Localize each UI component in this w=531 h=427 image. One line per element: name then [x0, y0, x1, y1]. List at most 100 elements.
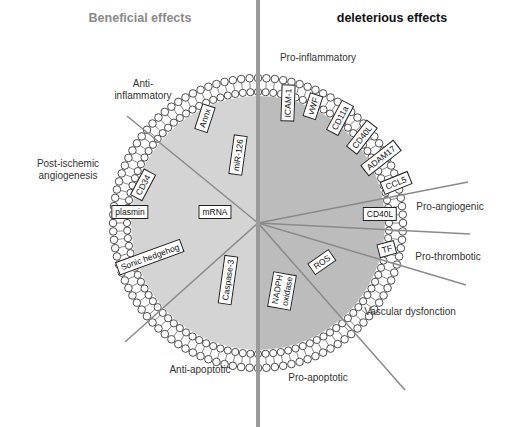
lipid-head: [213, 80, 221, 88]
lipid-head: [270, 350, 277, 357]
lipid-head: [262, 89, 269, 96]
lipid-head: [217, 345, 224, 352]
lipid-head: [155, 325, 163, 333]
lipid-head: [205, 83, 213, 91]
right-fill: [258, 88, 393, 358]
lipid-head: [168, 336, 176, 344]
lipid-tail: [132, 160, 137, 163]
lipid-head: [232, 90, 239, 97]
lipid-tail: [326, 340, 329, 345]
lipid-head: [359, 298, 366, 305]
lipid-head: [196, 336, 203, 343]
lipid-head: [247, 89, 254, 96]
lipid-head: [312, 352, 320, 360]
lipid-tail: [118, 238, 124, 240]
lipid-tail: [155, 126, 159, 130]
lipid-tail: [339, 331, 343, 336]
lipid-head: [326, 329, 333, 336]
lipid-tail: [129, 167, 135, 169]
lipid-head: [271, 363, 279, 371]
lipid-tail: [351, 321, 355, 325]
lipid-head: [170, 119, 177, 126]
lipid-head: [175, 98, 183, 106]
lipid-head: [159, 130, 166, 137]
lipid-head: [149, 141, 156, 148]
section-label: Anti-apoptotic: [169, 364, 230, 376]
lipid-head: [262, 350, 269, 357]
lipid-tail: [129, 276, 135, 278]
lipid-tail: [119, 246, 125, 247]
lipid-tail: [265, 82, 266, 88]
lipid-head: [113, 253, 121, 261]
lipid-tail: [188, 340, 191, 345]
lipid-head: [175, 340, 183, 348]
lipid-head: [138, 306, 146, 314]
sector-line: [125, 223, 258, 342]
lipid-tail: [117, 223, 123, 224]
lipid-head: [237, 363, 245, 371]
lipid-tail: [371, 297, 376, 300]
lipid-head: [398, 202, 406, 210]
lipid-head: [246, 364, 254, 372]
lipid-head: [263, 364, 271, 372]
lipid-head: [344, 124, 351, 131]
lipid-head: [145, 147, 152, 154]
lipid-head: [155, 114, 163, 122]
lipid-tail: [249, 82, 250, 88]
lipid-tail: [145, 139, 150, 143]
lipid-head: [229, 76, 237, 84]
marker-box: CD40L: [363, 207, 397, 221]
lipid-head: [221, 78, 229, 86]
lipid-head: [239, 89, 246, 96]
lipid-head: [377, 264, 384, 271]
lipid-tail: [382, 167, 388, 169]
lipid-tail: [273, 83, 275, 89]
lipid-tail: [174, 110, 178, 115]
lipid-tail: [375, 291, 380, 294]
lipid-head: [125, 154, 133, 162]
lipid-tail: [161, 321, 165, 325]
lipid-head: [217, 94, 224, 101]
lipid-head: [387, 277, 395, 285]
lipid-head: [189, 90, 197, 98]
lipid-head: [210, 96, 217, 103]
lipid-tail: [391, 199, 397, 200]
lipid-tail: [195, 344, 198, 349]
marker-text: TF: [381, 243, 394, 255]
lipid-head: [118, 170, 126, 178]
lipid-head: [299, 342, 306, 349]
lipid-head: [296, 80, 304, 88]
lipid-tail: [385, 175, 391, 177]
lipid-tail: [132, 284, 137, 287]
lipid-head: [138, 133, 146, 141]
lipid-tail: [304, 91, 306, 97]
lipid-head: [270, 89, 277, 96]
lipid-head: [279, 362, 287, 370]
lipid-head: [168, 103, 176, 111]
lipid-head: [375, 299, 383, 307]
lipid-head: [399, 228, 407, 236]
lipid-tail: [382, 276, 388, 278]
lipid-tail: [319, 344, 322, 349]
lipid-head: [354, 114, 362, 122]
lipid-head: [344, 315, 351, 322]
lipid-tail: [249, 358, 250, 364]
lipid-head: [121, 277, 129, 285]
section-label: Pro-angiogenic: [416, 201, 483, 213]
lipid-tail: [371, 146, 376, 149]
lipid-head: [125, 242, 132, 249]
lipid-head: [224, 347, 231, 354]
lipid-head: [292, 345, 299, 352]
lipid-head: [197, 352, 205, 360]
marker-text: miR-126: [231, 138, 245, 171]
lipid-head: [271, 75, 279, 83]
lipid-tail: [273, 357, 275, 363]
lipid-head: [232, 348, 239, 355]
section-label: Pro-thrombotic: [415, 251, 481, 263]
lipid-tail: [121, 254, 127, 255]
lipid-head: [129, 292, 137, 300]
lipid-head: [320, 106, 327, 113]
lipid-head: [143, 312, 151, 320]
section-label: Vascular dysfonction: [364, 306, 456, 318]
